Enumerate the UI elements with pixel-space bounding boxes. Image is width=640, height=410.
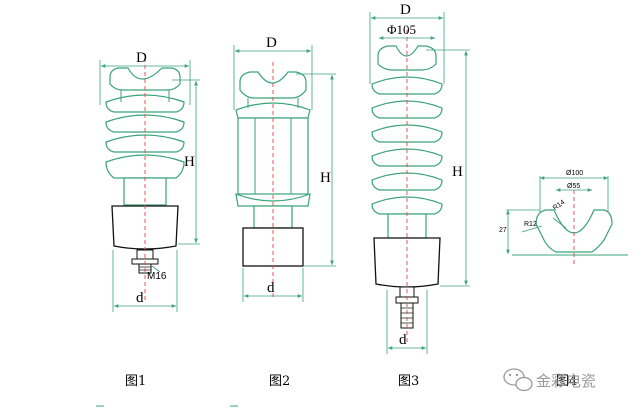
figure-3: D Φ105 H d 图3 <box>369 2 470 389</box>
fig4-r1-dim: R14 <box>552 199 567 212</box>
watermark: 金彩电瓷 <box>503 368 596 392</box>
fig2-d-label: D <box>266 35 277 51</box>
fig4-inner-dim: Ø55 <box>567 183 580 190</box>
watermark-text: 金彩电瓷 <box>536 372 596 390</box>
fig2-small-d-label: d <box>267 280 275 296</box>
fig1-small-d-label: d <box>136 290 144 306</box>
fig2-caption: 图2 <box>269 374 290 389</box>
fig4-r2-dim: R12 <box>524 221 537 228</box>
fig2-h-label: H <box>320 170 331 186</box>
wechat-icon <box>503 368 533 392</box>
fig3-phi-label: Φ105 <box>387 22 416 37</box>
fig1-bolt-label: M16 <box>147 271 167 282</box>
fig1-h-label: H <box>184 154 195 170</box>
fig1-d-label: D <box>136 50 147 66</box>
fig3-caption: 图3 <box>398 374 419 389</box>
fig4-caption: 图4 <box>556 374 577 389</box>
fig1-caption: 图1 <box>125 374 146 389</box>
figure-1: D H M16 d 图1 <box>99 50 200 389</box>
fig3-h-label: H <box>452 164 463 180</box>
fig4-outer-dim: Ø100 <box>566 170 583 177</box>
fig3-small-d-label: d <box>399 332 407 348</box>
figure-4: Ø100 Ø55 R14 R12 27 图4 <box>499 170 628 389</box>
fig4-height-dim: 27 <box>499 227 507 234</box>
figure-2: D H d 图2 <box>233 35 336 389</box>
fig3-d-label: D <box>400 2 411 18</box>
